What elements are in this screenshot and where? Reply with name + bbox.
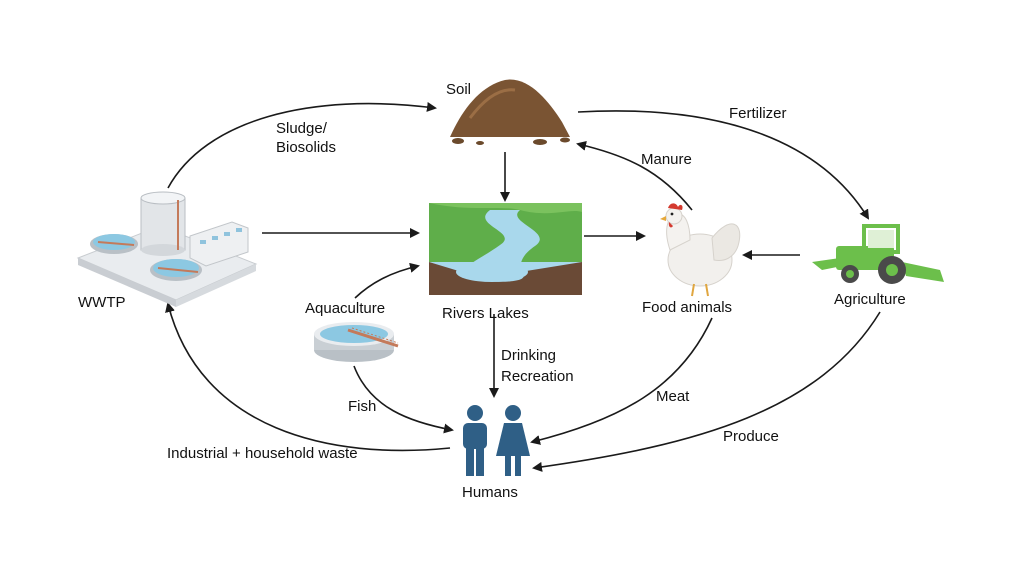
arrows [165,102,881,472]
arrow-soil-to-agriculture [577,110,870,220]
rivers-lakes-icon [429,203,582,295]
chicken-icon [660,203,741,297]
aquaculture-label: Aquaculture [305,300,385,317]
humans-icon [463,405,530,476]
food-animals-label: Food animals [642,299,732,316]
soil-icon [450,79,570,145]
arrow-aquaculture-to-humans [353,365,454,434]
produce-label: Produce [723,428,779,445]
fish-label: Fish [348,398,376,415]
arrow-humans-to-wwtp [165,302,451,452]
woman-icon [496,405,530,476]
tractor-icon [812,224,944,284]
arrow-agriculture-to-humans [532,311,881,472]
sludge-label-line1: Sludge/ [276,120,328,137]
man-icon [463,405,487,476]
agriculture-label: Agriculture [834,291,906,308]
waste-label: Industrial + household waste [167,445,358,462]
arrow-food-animals-to-soil [576,140,693,211]
wwtp-icon [76,191,258,307]
arrow-aquaculture-to-rivers [354,262,420,299]
recreation-label: Recreation [501,368,574,385]
arrow-wwtp-to-soil [167,102,437,189]
drinking-label: Drinking [501,347,556,364]
meat-label: Meat [656,388,690,405]
soil-label: Soil [446,81,471,98]
fertilizer-label: Fertilizer [729,105,787,122]
sludge-label-line2: Biosolids [276,139,336,156]
rivers-lakes-label: Rivers Lakes [442,305,529,322]
arrow-food-animals-to-humans [530,317,713,445]
manure-label: Manure [641,151,692,168]
wwtp-label: WWTP [78,294,125,311]
humans-label: Humans [462,484,518,501]
aquaculture-icon [314,322,399,362]
